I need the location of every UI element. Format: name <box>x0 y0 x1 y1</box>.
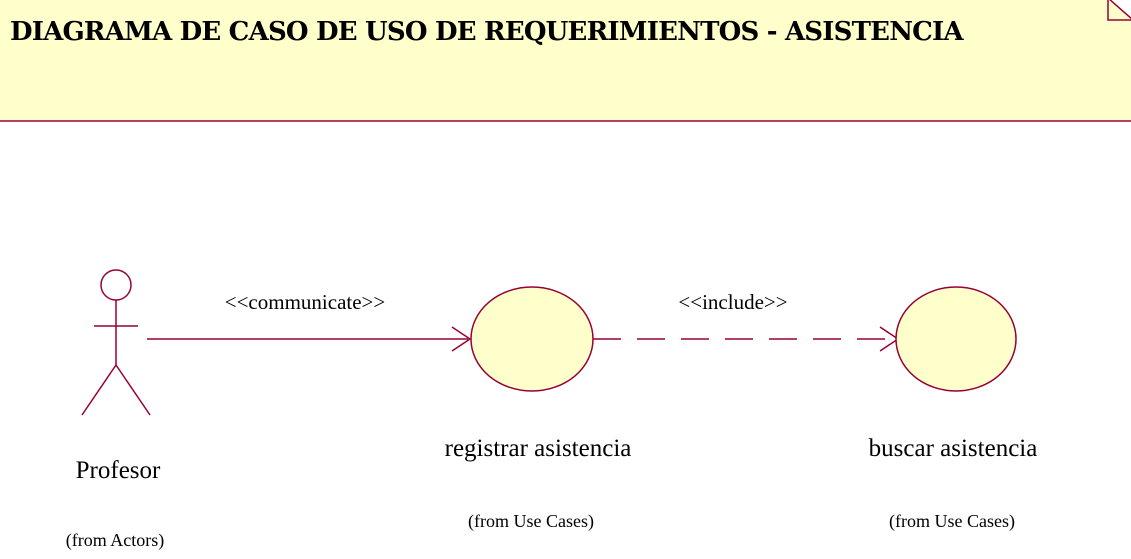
use-case-ellipse <box>470 286 594 392</box>
title-note[interactable]: DIAGRAMA DE CASO DE USO DE REQUERIMIENTO… <box>0 0 1131 122</box>
use-case-origin: (from Use Cases) <box>468 511 594 532</box>
note-shape <box>0 0 1131 122</box>
use-case-registrar-asistencia[interactable]: registrar asistencia (from Use Cases) <box>445 286 632 532</box>
include-dependency[interactable]: <<include>> <box>593 290 900 352</box>
note-title: DIAGRAMA DE CASO DE USO DE REQUERIMIENTO… <box>10 17 964 47</box>
actor-name: Profesor <box>76 457 161 484</box>
communicate-association[interactable]: <<communicate>> <box>147 290 472 352</box>
communicate-stereotype: <<communicate>> <box>225 290 386 314</box>
include-stereotype: <<include>> <box>678 290 787 314</box>
use-case-buscar-asistencia[interactable]: buscar asistencia (from Use Cases) <box>869 286 1038 532</box>
use-case-origin: (from Use Cases) <box>889 511 1015 532</box>
use-case-name: buscar asistencia <box>869 435 1038 462</box>
use-case-name: registrar asistencia <box>445 435 632 462</box>
note-fold-icon <box>1107 0 1131 21</box>
arrowhead-icon <box>451 326 472 352</box>
stick-figure-icon <box>81 269 151 416</box>
actor-profesor[interactable]: Profesor (from Actors) <box>66 269 164 551</box>
actor-origin: (from Actors) <box>66 530 164 551</box>
use-case-ellipse <box>895 286 1017 392</box>
